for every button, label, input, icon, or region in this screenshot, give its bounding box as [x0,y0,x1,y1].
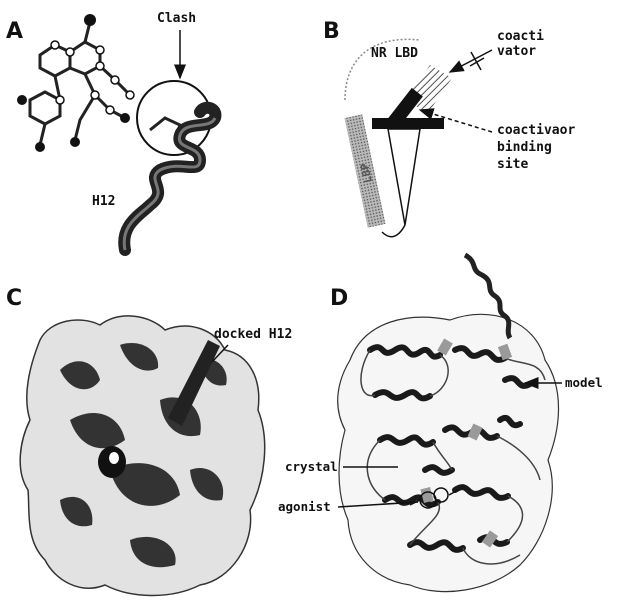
ligand-pocket [388,129,420,225]
horizontal-bar [372,118,444,129]
agonist-label: agonist [278,499,331,514]
docked-h12-label: docked H12 [214,327,292,342]
clash-circle [137,81,211,155]
panel-d: D [278,255,603,592]
panel-a: A C [6,11,215,250]
model-label: model [565,375,603,390]
coactivator-label-line2: vator [497,44,536,59]
panel-b: B NR LBD LBP coacti vator coactivaor bin… [323,19,575,237]
binding-label-line1: coactivaor [497,123,575,138]
nr-lbd-label: NR LBD [371,46,418,61]
panel-d-letter: D [330,286,348,311]
binding-label-line2: binding [497,140,552,155]
panel-a-letter: A [6,19,23,44]
binding-label-line3: site [497,157,528,172]
crystal-label: crystal [285,459,338,474]
clash-label: Clash [157,11,196,26]
ligand-atoms [17,14,134,152]
coactivator-label-line1: coacti [497,29,544,44]
panel-b-letter: B [323,19,340,44]
panel-c-letter: C [6,286,22,311]
h12-label: H12 [92,194,115,209]
panel-c: C docked H12 [6,286,292,596]
